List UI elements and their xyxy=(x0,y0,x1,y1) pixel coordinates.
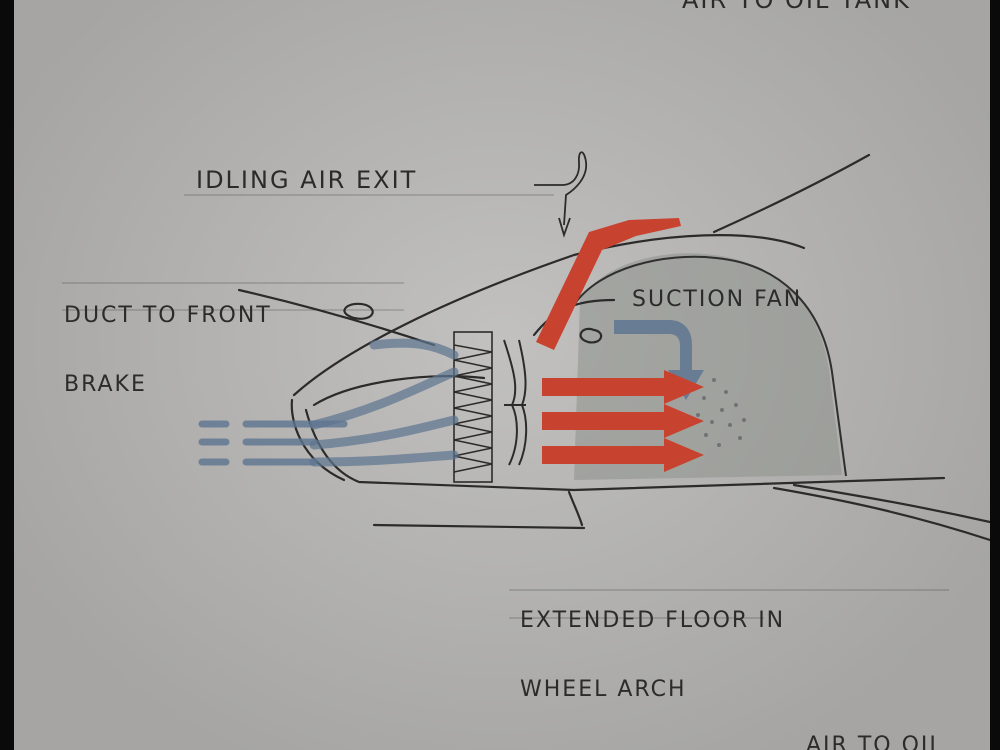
sketch-paper: AIR TO OIL TANK IDLING AIR EXIT DUCT TO … xyxy=(14,0,990,750)
airflow-hot-arrow xyxy=(542,438,704,472)
label-extended-floor: EXTENDED FLOOR IN WHEEL ARCH xyxy=(520,563,785,748)
label-idling-air-exit: IDLING AIR EXIT xyxy=(196,166,418,194)
label-air-to-oil-tank-top: AIR TO OIL TANK xyxy=(682,0,911,14)
airflow-hot-arrow xyxy=(542,370,704,404)
airflow-hot-arrows xyxy=(536,218,704,472)
wheel-arch-outline xyxy=(573,255,847,477)
label-extended-line-2: WHEEL ARCH xyxy=(520,677,687,703)
ruled-guidelines xyxy=(62,194,949,619)
suction-fan-blade xyxy=(503,339,528,466)
label-suction-fan: SUCTION FAN xyxy=(632,287,803,312)
cool-air-duct xyxy=(309,338,459,467)
airflow-hot-arrow xyxy=(542,404,704,438)
idling-air-exit-arrow xyxy=(536,218,681,350)
label-extended-line-1: EXTENDED FLOOR IN xyxy=(520,608,786,634)
leader-lines xyxy=(534,151,587,238)
label-air-to-oil-bottom: AIR TO OIL xyxy=(806,733,944,750)
radiator-coil xyxy=(453,331,493,483)
label-duct-line-2: BRAKE xyxy=(64,372,147,398)
label-duct-line-1: DUCT TO FRONT xyxy=(64,303,272,329)
wheel-speckle xyxy=(696,378,746,447)
label-duct-to-front-brake: DUCT TO FRONT BRAKE xyxy=(64,258,272,443)
car-nose-sketch xyxy=(62,151,990,619)
